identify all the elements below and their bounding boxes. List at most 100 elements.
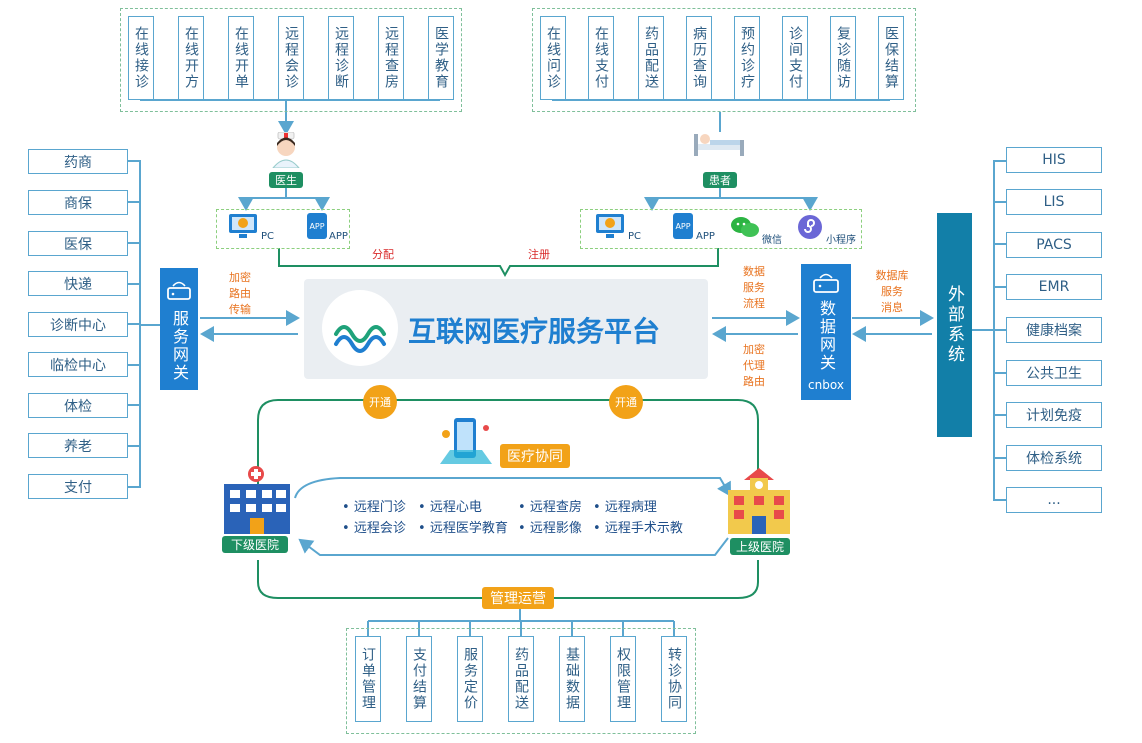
remote-service-text: 远程心电 (429, 500, 482, 515)
doctor-devices-group (216, 209, 350, 249)
upper-hospital-icon (728, 468, 790, 534)
partner-item[interactable]: 体检 (28, 393, 128, 418)
remote-service-item: • 远程病理 (593, 500, 657, 515)
patient-service-item[interactable]: 药品配送 (638, 16, 664, 100)
encrypt-proxy-label: 加密 代理 路由 (743, 343, 765, 388)
remote-service-item: • 远程会诊 (342, 521, 406, 536)
management-item[interactable]: 药品配送 (508, 636, 534, 722)
remote-service-text: 远程影像 (529, 521, 582, 536)
partner-item[interactable]: 药商 (28, 149, 128, 174)
app-icon: APP (673, 213, 693, 239)
management-item[interactable]: 权限管理 (610, 636, 636, 722)
router-icon (813, 273, 839, 293)
remote-service-item: • 远程手术示教 (593, 521, 683, 536)
data-gateway-label: 数据网关 (817, 300, 836, 372)
device-label: 小程序 (826, 235, 856, 246)
external-system-item[interactable]: 计划免疫 (1006, 402, 1102, 428)
remote-service-item: • 远程医学教育 (418, 521, 508, 536)
cnbox-label: cnbox (808, 378, 844, 392)
external-system-item[interactable]: HIS (1006, 147, 1102, 173)
encrypt-route-label: 加密 路由 传输 (229, 271, 251, 316)
partner-item[interactable]: 快递 (28, 271, 128, 296)
wechat-icon (731, 217, 759, 237)
data-gateway[interactable] (801, 264, 851, 400)
patient-devices-group (580, 209, 862, 249)
patient-tag: 患者 (703, 172, 737, 188)
remote-service-text: 远程手术示教 (604, 521, 683, 536)
external-system-item[interactable]: 体检系统 (1006, 445, 1102, 471)
device-label: APP (329, 231, 348, 242)
partner-item[interactable]: 诊断中心 (28, 312, 128, 337)
device-label: PC (261, 231, 275, 242)
management-tag: 管理运营 (482, 587, 554, 609)
device-label: APP (696, 231, 715, 242)
management-group (346, 628, 696, 734)
management-item[interactable]: 转诊协同 (661, 636, 687, 722)
patient-service-item[interactable]: 医保结算 (878, 16, 904, 100)
doctor-service-item[interactable]: 在线开单 (228, 16, 254, 100)
service-gateway-label: 服务网关 (170, 310, 189, 382)
patient-service-item[interactable]: 在线问诊 (540, 16, 566, 100)
mini-program-icon (798, 215, 822, 239)
patient-service-item[interactable]: 在线支付 (588, 16, 614, 100)
svg-text:APP: APP (675, 222, 690, 231)
management-item[interactable]: 支付结算 (406, 636, 432, 722)
lower-hospital-tag: 下级医院 (222, 536, 288, 553)
patient-service-item[interactable]: 病历查询 (686, 16, 712, 100)
register-label: 注册 (528, 248, 550, 261)
external-system-item[interactable]: ... (1006, 487, 1102, 513)
external-systems-bar[interactable]: 外部系统 (937, 213, 972, 437)
doctor-service-item[interactable]: 在线开方 (178, 16, 204, 100)
patient-services-group (532, 8, 916, 112)
remote-service-text: 远程会诊 (353, 521, 406, 536)
partner-item[interactable]: 医保 (28, 231, 128, 256)
remote-service-text: 远程医学教育 (429, 521, 508, 536)
patient-service-item[interactable]: 复诊随访 (830, 16, 856, 100)
remote-service-item: • 远程心电 (418, 500, 482, 515)
doctor-service-item[interactable]: 远程查房 (378, 16, 404, 100)
doctor-service-item[interactable]: 在线接诊 (128, 16, 154, 100)
remote-service-text: 远程病理 (604, 500, 657, 515)
remote-service-item: • 远程查房 (518, 500, 582, 515)
open-badge: 开通 (609, 385, 643, 419)
upper-hospital-tag: 上级医院 (730, 538, 790, 555)
external-system-item[interactable]: 健康档案 (1006, 317, 1102, 343)
lower-hospital-icon (224, 466, 290, 534)
platform-logo (322, 290, 398, 366)
patient-service-item[interactable]: 预约诊疗 (734, 16, 760, 100)
remote-service-item: • 远程门诊 (342, 500, 406, 515)
device-label: 微信 (762, 235, 782, 246)
remote-service-text: 远程门诊 (353, 500, 406, 515)
management-item[interactable]: 服务定价 (457, 636, 483, 722)
platform-logo-icon (334, 325, 386, 353)
pc-icon (229, 214, 257, 238)
patient-service-item[interactable]: 诊间支付 (782, 16, 808, 100)
app-icon: APP (307, 213, 327, 239)
external-system-item[interactable]: LIS (1006, 189, 1102, 215)
doctor-service-item[interactable]: 远程会诊 (278, 16, 304, 100)
medical-collab-tag: 医疗协同 (500, 444, 570, 468)
svg-text:APP: APP (309, 222, 324, 231)
platform-title: 互联网医疗服务平台 (408, 315, 661, 348)
management-item[interactable]: 订单管理 (355, 636, 381, 722)
partner-item[interactable]: 商保 (28, 190, 128, 215)
partner-item[interactable]: 支付 (28, 474, 128, 499)
doctor-service-item[interactable]: 远程诊断 (328, 16, 354, 100)
external-system-item[interactable]: 公共卫生 (1006, 360, 1102, 386)
data-flow-label: 数据 服务 流程 (743, 265, 765, 310)
partner-item[interactable]: 临检中心 (28, 352, 128, 377)
pc-icon (596, 214, 624, 238)
external-system-item[interactable]: EMR (1006, 274, 1102, 300)
remote-service-text: 远程查房 (529, 500, 582, 515)
doctor-tag: 医生 (269, 172, 303, 188)
doctor-service-item[interactable]: 医学教育 (428, 16, 454, 100)
remote-service-item: • 远程影像 (518, 521, 582, 536)
partner-item[interactable]: 养老 (28, 433, 128, 458)
external-system-item[interactable]: PACS (1006, 232, 1102, 258)
doctor-services-group (120, 8, 462, 112)
patient-bed-icon (694, 134, 744, 156)
management-item[interactable]: 基础数据 (559, 636, 585, 722)
db-message-label: 数据库 服务 消息 (875, 269, 909, 314)
distribute-label: 分配 (372, 248, 394, 261)
doctor-avatar-icon (272, 132, 300, 168)
